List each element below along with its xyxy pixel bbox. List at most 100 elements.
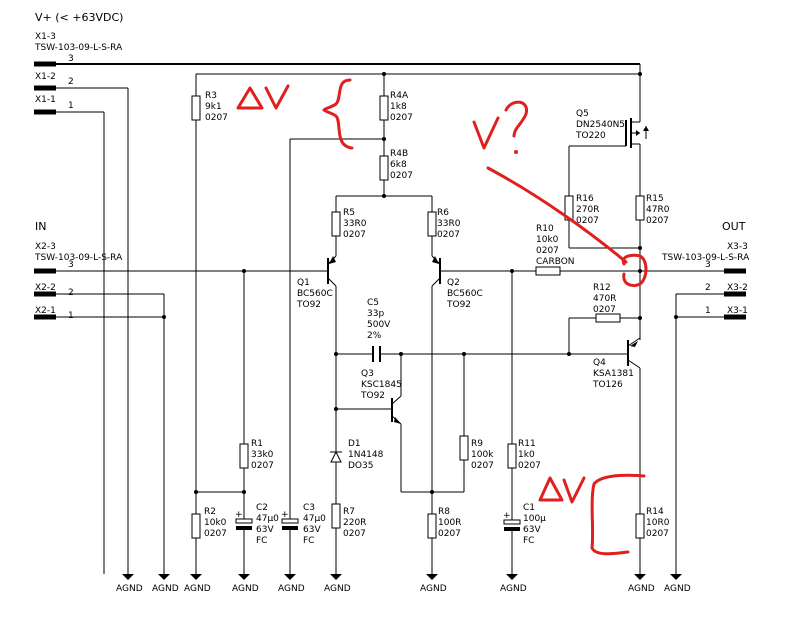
question-dot	[514, 150, 518, 154]
agnd-label: AGND	[420, 584, 447, 594]
x3-pin3: 3	[705, 260, 711, 270]
r12-package: 0207	[593, 305, 616, 315]
c3-capacitor: +	[281, 510, 299, 530]
c5-voltage: 500V	[367, 320, 391, 330]
junction-r12-base	[567, 352, 571, 356]
q2-part: BC560C	[447, 289, 483, 299]
q3-ref: Q3	[361, 369, 374, 379]
x1-pin1: 1	[68, 101, 74, 111]
r7-resistor	[331, 503, 341, 529]
junction-x3-1	[674, 315, 678, 319]
r4b-resistor	[379, 155, 389, 181]
r4a-resistor	[379, 95, 389, 121]
r7-value: 220R	[343, 518, 366, 528]
c5-ref: C5	[367, 298, 379, 308]
r16-ref: R16	[576, 194, 594, 204]
q2-ref: Q2	[447, 278, 460, 288]
ground-symbol: AGND	[184, 574, 211, 594]
q3-transistor	[336, 354, 464, 493]
c2-type: FC	[256, 536, 267, 546]
q3-part: KSC1845	[361, 380, 402, 390]
x3-pin2: 2	[705, 283, 711, 293]
delta-mark-top	[236, 86, 264, 110]
d1-part: 1N4148	[348, 450, 384, 460]
r10-package: 0207	[536, 246, 559, 256]
q1-part: BC560C	[297, 289, 333, 299]
v-mark-bottom	[562, 476, 586, 504]
r1-package: 0207	[251, 461, 274, 471]
q1-ref: Q1	[297, 278, 310, 288]
r3-value: 9k1	[205, 102, 222, 112]
ground-symbol: AGND	[664, 574, 691, 594]
r6-ref: R6	[437, 208, 449, 218]
c1-value: 100µ	[523, 514, 546, 524]
r6-package: 0207	[437, 230, 460, 240]
agnd-label: AGND	[184, 584, 211, 594]
junction-rail	[638, 72, 642, 76]
ground-symbol: AGND	[324, 574, 351, 594]
svg-text:+: +	[503, 511, 511, 521]
x3-pin1: 1	[705, 306, 711, 316]
r4a-package: 0207	[390, 113, 413, 123]
agnd-label: AGND	[116, 584, 143, 594]
q4-package: TO126	[592, 380, 623, 390]
d1-ref: D1	[348, 439, 361, 449]
r8-value: 100R	[438, 518, 461, 528]
r2-package: 0207	[204, 529, 227, 539]
q2-transistor	[431, 255, 446, 287]
q5-mosfet	[625, 118, 649, 196]
output-circle	[621, 253, 648, 288]
r16-package: 0207	[576, 216, 599, 226]
r14-resistor	[635, 513, 645, 539]
svg-text:+: +	[281, 510, 289, 520]
agnd-label: AGND	[664, 584, 691, 594]
r4a-ref: R4A	[390, 91, 409, 101]
c2-voltage: 63V	[256, 525, 274, 535]
ground-symbol: AGND	[500, 574, 527, 594]
q2-package: TO92	[446, 300, 471, 310]
x2-pin3: 3	[68, 260, 74, 270]
r11-resistor	[507, 443, 517, 469]
c1-type: FC	[523, 536, 534, 546]
c3-ref: C3	[303, 503, 315, 513]
junction-x2-1	[162, 315, 166, 319]
out-label: OUT	[722, 220, 746, 233]
r15-resistor	[635, 195, 645, 221]
r1-value: 33k0	[251, 450, 274, 460]
r3-package: 0207	[205, 113, 228, 123]
r10-ref: R10	[536, 224, 554, 234]
q5-part: DN2540N5	[576, 120, 625, 130]
c5-tolerance: 2%	[367, 331, 382, 341]
r12-ref: R12	[593, 283, 611, 293]
x1-pin2: 2	[68, 77, 74, 87]
c3-type: FC	[303, 536, 314, 546]
r9-value: 100k	[471, 450, 494, 460]
r5-value: 33R0	[343, 219, 367, 229]
x2-pin2: 2	[68, 288, 74, 298]
c1-capacitor: +	[503, 511, 521, 531]
ground-symbol: AGND	[116, 574, 143, 594]
r3-ref: R3	[205, 91, 217, 101]
c1-voltage: 63V	[523, 525, 541, 535]
r9-package: 0207	[471, 461, 494, 471]
r3-resistor	[191, 95, 201, 121]
r6-resistor	[427, 211, 437, 237]
x2-1-ref: X2-1	[35, 306, 56, 316]
x1-2-ref: X1-2	[35, 72, 56, 82]
c2-value: 47µ0	[256, 514, 279, 524]
ground-symbol: AGND	[420, 574, 447, 594]
r4b-ref: R4B	[390, 149, 408, 159]
r15-ref: R15	[646, 194, 664, 204]
x3-3-ref: X3-3	[727, 242, 748, 252]
r8-package: 0207	[438, 529, 461, 539]
r5-package: 0207	[343, 230, 366, 240]
r12-resistor	[595, 313, 621, 323]
r12-value: 470R	[593, 294, 616, 304]
ground-symbol: AGND	[152, 574, 179, 594]
ground-symbol: AGND	[232, 574, 259, 594]
r15-package: 0207	[646, 216, 669, 226]
r4a-value: 1k8	[390, 102, 407, 112]
r2-value: 10k0	[204, 518, 227, 528]
